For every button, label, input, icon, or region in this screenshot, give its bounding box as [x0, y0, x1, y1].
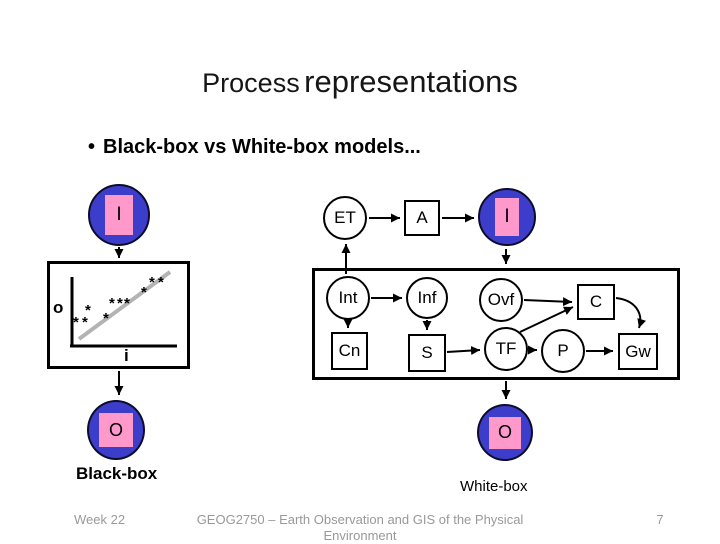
blackbox-output-node: O [87, 400, 145, 460]
scatter-point: * [103, 310, 109, 327]
bullet-text: Black-box vs White-box models... [103, 136, 421, 158]
node-cn: Cn [331, 332, 368, 370]
whitebox-output-label: O [489, 416, 521, 449]
scatter-point: * [73, 314, 79, 331]
node-ovf: Ovf [479, 278, 523, 322]
bullet-line: • Black-box vs White-box models... [88, 136, 421, 159]
node-s: S [408, 334, 446, 372]
arrow-tf-to-c [519, 306, 574, 333]
node-int: Int [326, 276, 370, 320]
scatter-point: * [85, 302, 91, 319]
footer-course: GEOG2750 – Earth Observation and GIS of … [0, 512, 720, 544]
footer-week: Week 22 [74, 512, 126, 527]
node-p: P [541, 329, 585, 373]
scatter-point: * [109, 295, 115, 312]
node-tf: TF [484, 327, 528, 371]
scatter-point: * [141, 284, 147, 301]
node-a: A [404, 200, 440, 236]
scatter-point: * [158, 274, 164, 291]
title-regular: Process [202, 68, 300, 98]
node-et: ET [323, 196, 367, 240]
whitebox-input-node: I [478, 188, 536, 246]
node-inf: Inf [406, 277, 448, 319]
blackbox-output-label: O [99, 413, 133, 447]
whitebox-caption: White-box [460, 478, 528, 495]
plot-trend-line [77, 270, 172, 341]
whitebox-output-node: O [477, 404, 533, 461]
scatter-point: * [149, 274, 155, 291]
scatter-point: * [117, 295, 123, 312]
footer-page-number: 7 [656, 512, 664, 527]
plot-x-label: i [124, 346, 129, 365]
whitebox-input-label: I [495, 198, 519, 236]
bullet-icon: • [88, 136, 96, 158]
blackbox-model-frame [47, 261, 190, 369]
blackbox-caption: Black-box [76, 464, 158, 483]
footer-course-line1: GEOG2750 – Earth Observation and GIS of … [196, 512, 524, 527]
page-title: Process representations [0, 64, 720, 100]
arrow-ovf-to-c [523, 297, 573, 307]
title-emphasis: representations [304, 64, 518, 99]
arrow-s-to-tf [446, 346, 481, 356]
blackbox-input-label: I [105, 195, 133, 235]
footer-course-line2: Environment [323, 528, 397, 543]
plot-y-label: o [53, 298, 64, 317]
node-gw: Gw [618, 333, 658, 370]
scatter-point: * [82, 314, 88, 331]
scatter-point: * [124, 295, 130, 312]
whitebox-model-frame [312, 268, 680, 380]
arrow-c-to-gw [615, 297, 646, 329]
blackbox-input-node: I [88, 184, 150, 246]
node-c: C [577, 284, 615, 320]
